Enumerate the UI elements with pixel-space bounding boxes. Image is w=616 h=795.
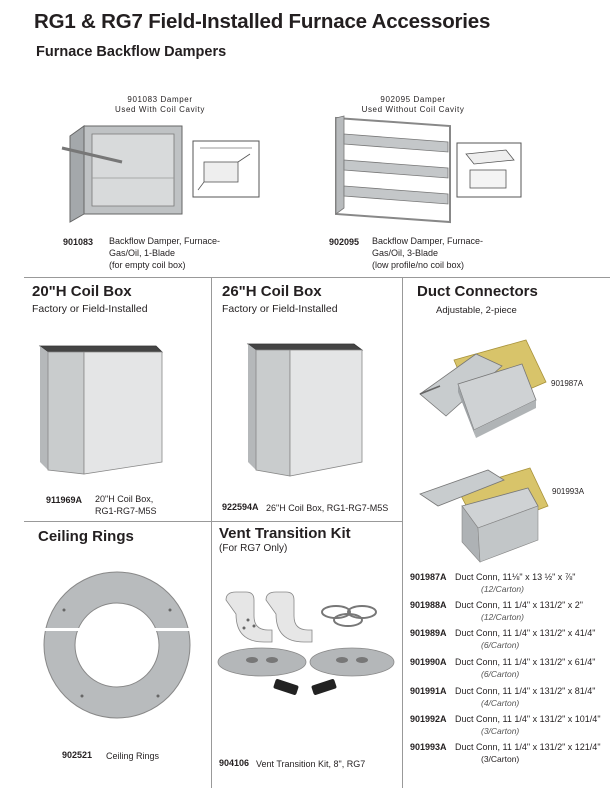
duct-item-part: 901990A	[410, 657, 447, 667]
duct-item-desc: Duct Conn, 11 1/4" x 131/2" x 81/4"	[455, 686, 596, 696]
coil20-heading: 20"H Coil Box	[32, 283, 132, 300]
coil26-desc: 26"H Coil Box, RG1-RG7-M5S	[266, 503, 389, 513]
damper-left-caption: 901083 Damper Used With Coil Cavity	[100, 95, 220, 115]
duct-item-desc: Duct Conn, 11 1/4" x 131/2" x 41/4"	[455, 628, 596, 638]
divider-mid	[24, 521, 402, 522]
damper-right-caption-line1: 902095 Damper	[380, 95, 446, 104]
divider-col1	[211, 278, 212, 788]
damper-right-part: 902095	[329, 237, 360, 247]
duct-item-carton: (6/Carton)	[481, 640, 520, 650]
damper-right-desc-line3: (low profile/no coil box)	[372, 260, 465, 270]
duct-item-desc: Duct Conn, 11 1/4" x 131/2" x 121/4"	[455, 742, 601, 752]
damper-left-caption-line2: Used With Coil Cavity	[115, 105, 205, 114]
damper-left-desc-line1: Backflow Damper, Furnace-	[109, 236, 221, 246]
rings-desc: Ceiling Rings	[106, 751, 160, 761]
damper-left-desc: Backflow Damper, Furnace- Gas/Oil, 1-Bla…	[109, 235, 220, 271]
damper-902095-image	[335, 115, 451, 224]
duct-901987A-image	[419, 339, 547, 438]
duct-item-desc: Duct Conn, 11⅛" x 13 ½" x ⅞"	[455, 572, 576, 582]
dampers-heading: Furnace Backflow Dampers	[36, 44, 227, 60]
duct-item-desc: Duct Conn, 11 1/4" x 131/2" x 61/4"	[455, 657, 596, 667]
vent-subheading: (For RG7 Only)	[219, 543, 288, 554]
damper-901083-image	[61, 125, 183, 223]
damper-right-caption-line2: Used Without Coil Cavity	[361, 105, 465, 114]
duct-item-part: 901991A	[410, 686, 447, 696]
duct-item-part: 901987A	[410, 572, 447, 582]
vent-heading: Vent Transition Kit	[219, 525, 351, 542]
coil20-subheading: Factory or Field-Installed	[32, 303, 148, 315]
rings-part: 902521	[62, 750, 93, 760]
duct-heading: Duct Connectors	[417, 283, 538, 300]
damper-left-desc-line2: Gas/Oil, 1-Blade	[109, 248, 176, 258]
duct-item-desc: Duct Conn, 11 1/4" x 131/2" x 101/4"	[455, 714, 601, 724]
duct-item-carton: (12/Carton)	[481, 584, 524, 594]
rings-heading: Ceiling Rings	[38, 528, 134, 545]
coil20-desc-line2: RG1-RG7-M5S	[95, 506, 157, 516]
coil20-desc: 20"H Coil Box, RG1-RG7-M5S	[95, 493, 157, 517]
damper-902095-diagram	[456, 142, 522, 198]
duct-item-desc: Duct Conn, 11 1/4" x 131/2" x 2"	[455, 600, 583, 610]
coil26-subheading: Factory or Field-Installed	[222, 303, 338, 315]
damper-right-desc-line2: Gas/Oil, 3-Blade	[372, 248, 439, 258]
duct-item-part: 901992A	[410, 714, 447, 724]
duct-item-carton: (12/Carton)	[481, 612, 524, 622]
vent-part: 904106	[219, 758, 250, 768]
duct-item-carton: (3/Carton)	[481, 726, 520, 736]
coil26-part: 922594A	[222, 502, 259, 512]
duct-subheading: Adjustable, 2-piece	[436, 305, 517, 316]
damper-901083-diagram	[192, 140, 260, 198]
duct-item-part: 901993A	[410, 742, 447, 752]
duct-img2-label: 901993A	[552, 487, 585, 496]
damper-left-desc-line3: (for empty coil box)	[109, 260, 186, 270]
divider-top	[24, 277, 610, 278]
damper-right-desc-line1: Backflow Damper, Furnace-	[372, 236, 484, 246]
coil20-desc-line1: 20"H Coil Box,	[95, 494, 154, 504]
coil26-heading: 26"H Coil Box	[222, 283, 322, 300]
duct-901993A-image	[419, 467, 549, 563]
damper-right-desc: Backflow Damper, Furnace- Gas/Oil, 3-Bla…	[372, 235, 483, 271]
duct-img1-label: 901987A	[551, 379, 584, 388]
duct-item-part: 901989A	[410, 628, 447, 638]
duct-item-part: 901988A	[410, 600, 447, 610]
damper-left-part: 901083	[63, 237, 94, 247]
coil20-part: 911969A	[46, 495, 83, 505]
page-title: RG1 & RG7 Field-Installed Furnace Access…	[34, 10, 491, 33]
divider-col2	[402, 278, 403, 788]
damper-left-caption-line1: 901083 Damper	[127, 95, 193, 104]
duct-item-carton: (3/Carton)	[481, 754, 520, 764]
vent-desc: Vent Transition Kit, 8", RG7	[256, 759, 366, 769]
vent-kit-image	[217, 591, 395, 695]
duct-item-carton: (4/Carton)	[481, 698, 520, 708]
damper-right-caption: 902095 Damper Used Without Coil Cavity	[348, 95, 478, 115]
coil26-image	[246, 343, 364, 477]
ceiling-ring-image	[40, 571, 194, 719]
coil20-image	[38, 345, 163, 475]
duct-item-carton: (6/Carton)	[481, 669, 520, 679]
